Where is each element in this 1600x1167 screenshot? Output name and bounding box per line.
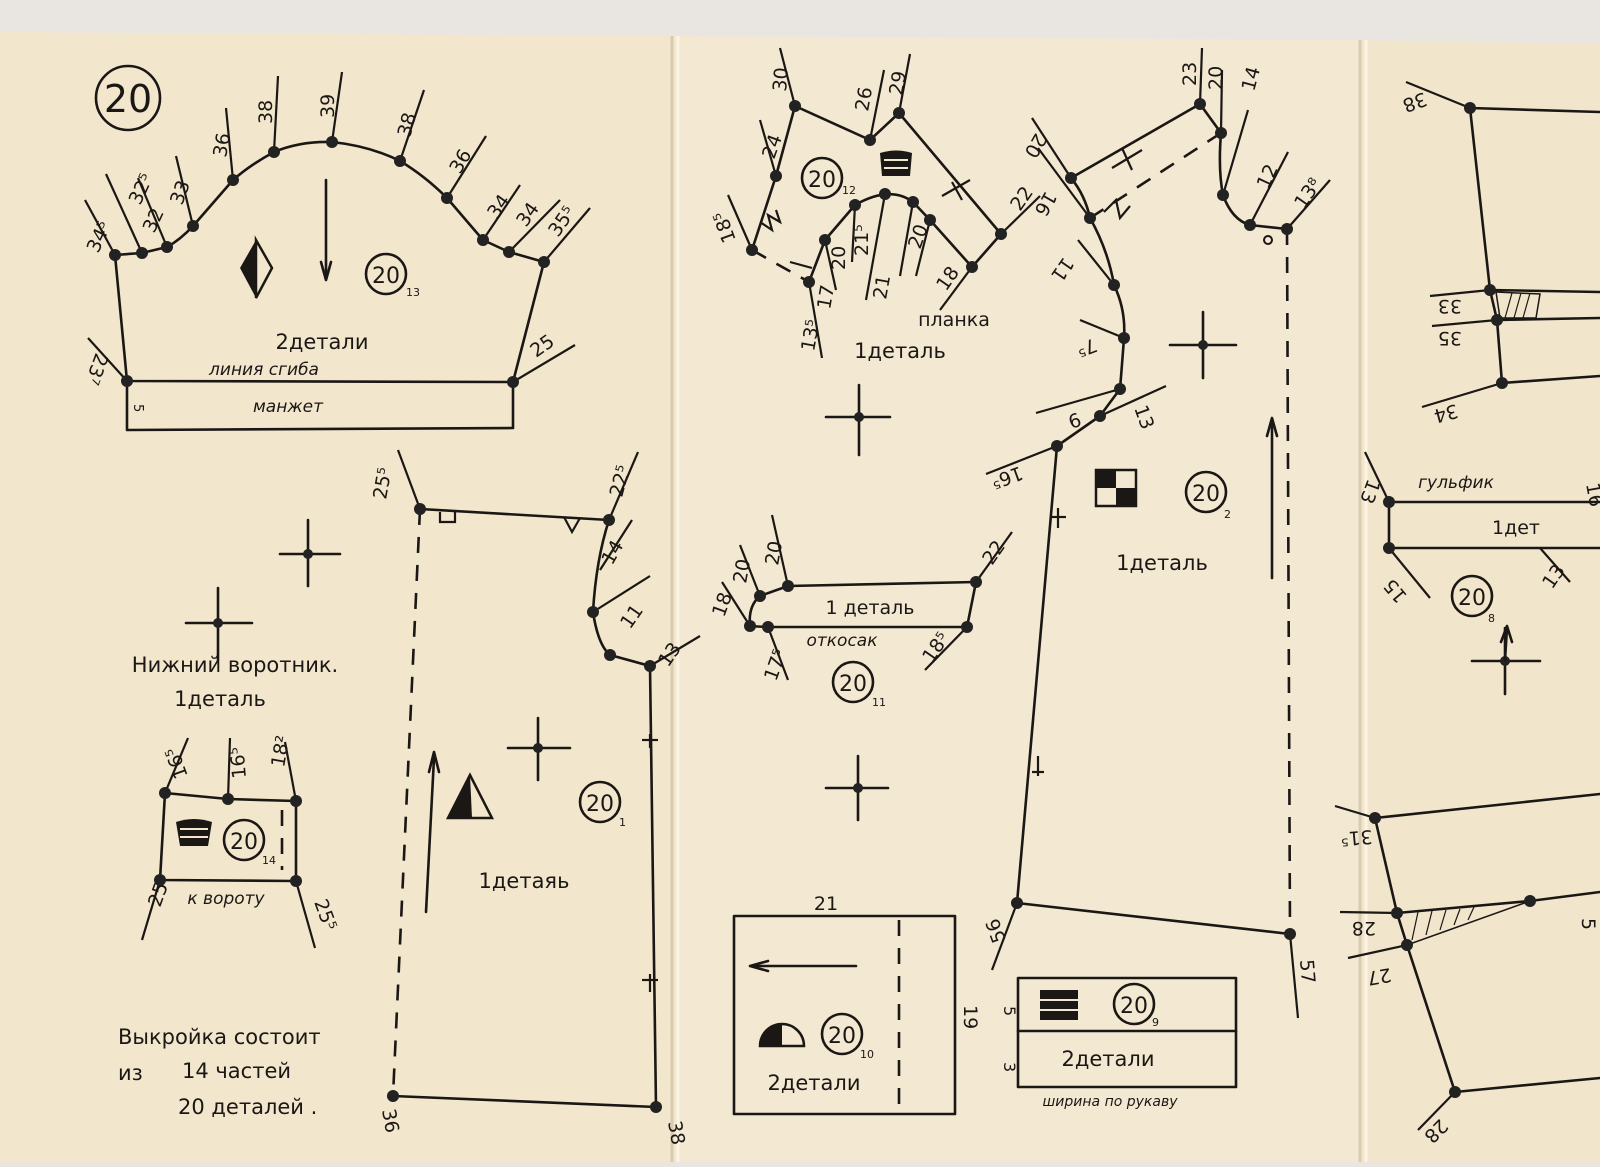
grain-diamond-icon — [240, 240, 256, 298]
piece-name: откосак — [806, 631, 878, 651]
measure-label: 33 — [1438, 295, 1462, 317]
summary-line: из — [118, 1061, 143, 1085]
piece-sub-id: 12 — [842, 184, 856, 197]
measure-label: 20 — [1205, 66, 1227, 90]
piece-id: 20 — [230, 830, 258, 855]
measure-label: 13⁵ — [797, 318, 824, 353]
measure-label: 21 — [869, 273, 895, 301]
panel-right — [1362, 40, 1600, 1162]
piece-sub-id: 11 — [872, 696, 886, 709]
measure-label: 39 — [317, 94, 339, 118]
piece-name: планка — [918, 309, 990, 331]
stripe-fabric-icon — [1040, 990, 1078, 1020]
panel-left — [0, 32, 675, 1162]
piece-placket: 30 26 29 24 18⁵ 20 21⁵ 20 21 17 13⁵ 18 2… — [709, 47, 1041, 363]
measure-label: 18² — [267, 734, 294, 769]
measure-label: 26 — [851, 85, 877, 113]
piece-sub-id: 13 — [406, 286, 420, 299]
stripe-fabric-icon — [176, 819, 212, 846]
measure-label: 27 — [1365, 963, 1393, 989]
piece-sub-id: 1 — [619, 816, 626, 829]
detail-count: 1деталь — [854, 339, 946, 363]
measure-label: 16⁵ — [226, 746, 251, 780]
panel-middle — [675, 36, 1362, 1162]
measure-label: 17 — [813, 283, 839, 311]
piece-sub-id: 8 — [1488, 612, 1495, 625]
grain-arrow-icon — [1503, 626, 1509, 662]
checker-fabric-icon — [1094, 468, 1138, 508]
piece-name: гульфик — [1418, 473, 1494, 493]
pattern-number-badge: 20 — [94, 64, 162, 132]
measure-label: 21⁵ — [851, 224, 873, 256]
piece-sub-id: 9 — [1152, 1016, 1159, 1029]
detail-count: 2детали — [1062, 1047, 1155, 1071]
piece-id: 20 — [1458, 586, 1486, 611]
piece-sub-id: 2 — [1224, 508, 1231, 521]
measure-label: 30 — [769, 66, 793, 92]
piece-id-circle — [364, 252, 408, 296]
measure-label: 36 — [377, 1107, 403, 1135]
piece-id: 20 — [1192, 482, 1220, 507]
summary-line: 20 деталей . — [178, 1095, 317, 1119]
piece-sub-id: 14 — [262, 854, 276, 867]
summary-line: 14 частей — [182, 1059, 291, 1083]
dimension-label: 5 — [1000, 1006, 1019, 1016]
measure-label: 35 — [1438, 327, 1462, 349]
detail-count: 1дет — [1492, 517, 1540, 539]
detail-count: 1деталь — [1116, 551, 1208, 575]
piece-strap: 5 3 20 9 2детали ширина по рукаву — [1000, 976, 1238, 1110]
detail-count: 2детали — [276, 330, 369, 354]
piece-id: 20 — [586, 792, 614, 817]
piece-lower-collar: Нижний воротник. 1деталь 16⁵ 16⁵ 18² 25 … — [132, 653, 341, 949]
edge-label: к вороту — [187, 889, 265, 909]
measure-label: 36 — [209, 131, 235, 159]
height-label: 19 — [959, 1005, 981, 1029]
piece-id: 20 — [839, 672, 867, 697]
detail-count: 1 деталь — [825, 597, 914, 619]
strap-caption: ширина по рукаву — [1043, 1094, 1179, 1110]
piece-id: 20 — [828, 1024, 856, 1049]
detail-count: 2детали — [768, 1071, 861, 1095]
measure-label: 38 — [663, 1119, 689, 1147]
measure-label: 20 — [761, 539, 787, 567]
piece-pocket: 21 19 20 10 2детали — [732, 893, 981, 1116]
measure-label: 29 — [885, 69, 911, 97]
detail-count: 1деталь — [174, 687, 266, 711]
band-width-label: 5 — [130, 404, 145, 412]
dimension-label: 3 — [1000, 1062, 1019, 1072]
measure-label: 25⁵ — [369, 466, 396, 501]
measure-label: 5 — [1577, 918, 1599, 930]
measure-label: 31⁵ — [1340, 825, 1374, 850]
width-label: 21 — [814, 893, 838, 915]
stripe-fabric-icon — [880, 150, 912, 176]
cuff-band-label: манжет — [253, 397, 324, 417]
summary-line: Выкройка состоит — [118, 1025, 321, 1049]
measure-label: 28 — [1352, 917, 1376, 939]
grain-diamond-icon — [254, 235, 274, 299]
piece-id: 20 — [1120, 994, 1148, 1019]
piece-id: 20 — [808, 168, 836, 193]
piece-facing: 20 20 18 22 17⁵ 18⁵ 1 деталь откосак 20 … — [708, 514, 1013, 709]
measure-label: 57 — [1295, 959, 1319, 985]
measure-label: 38 — [255, 100, 277, 124]
detail-count: 1детаяь — [479, 869, 570, 893]
pattern-number: 20 — [104, 77, 152, 121]
measure-label: 20 — [828, 246, 850, 270]
pattern-summary: Выкройка состоит из 14 частей 20 деталей… — [118, 1025, 321, 1119]
grain-arrow-icon — [424, 756, 436, 914]
measure-label: 20 — [729, 557, 755, 585]
measure-label: 16 — [1581, 481, 1600, 509]
piece-id: 20 — [372, 264, 400, 289]
piece-sub-id: 10 — [860, 1048, 874, 1061]
fold-line-label: линия сгиба — [208, 360, 319, 380]
piece-title: Нижний воротник. — [132, 653, 338, 677]
measure-label: 23 — [1179, 62, 1201, 86]
